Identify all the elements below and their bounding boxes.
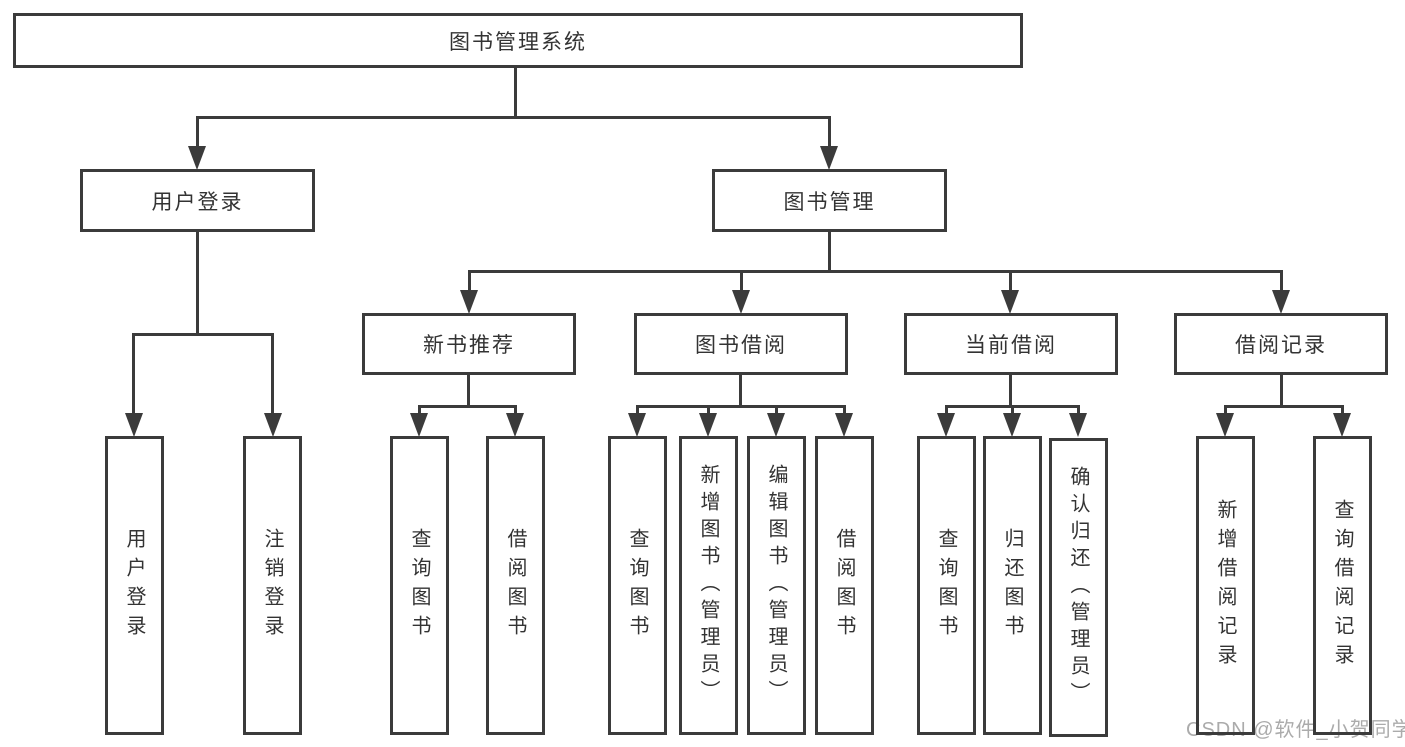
csdn-watermark: CSDN @软件_小贺同学 [1186,719,1405,741]
arrow-down-icon [937,413,955,437]
arrow-down-icon [1001,290,1019,314]
leaf-query-borrow-record: 查询借阅记录 [1313,436,1372,735]
connector-line [739,375,742,408]
leaf-edit-book-admin: 编辑图书（管理员） [747,436,806,735]
arrow-down-icon [188,146,206,170]
connector-line [1224,405,1227,417]
connector-line [196,116,199,150]
connector-line [418,405,517,408]
connector-line [196,116,831,119]
arrow-down-icon [1069,413,1087,437]
leaf-borrow-books: 借阅图书 [486,436,545,735]
connector-line [1341,405,1344,417]
leaf-logout-login: 注销登录 [243,436,302,735]
connector-line [196,232,199,336]
leaf-add-borrow-record: 新增借阅记录 [1196,436,1255,735]
node-book-management: 图书管理 [712,169,947,232]
connector-line [1280,375,1283,408]
connector-line [1077,405,1080,417]
connector-line [514,68,517,119]
leaf-return-book: 归还图书 [983,436,1042,735]
node-user-login: 用户登录 [80,169,315,232]
connector-line [1280,270,1283,293]
leaf-query-books: 查询图书 [917,436,976,735]
connector-line [514,405,517,417]
connector-line [271,333,274,416]
connector-line [1224,405,1344,408]
arrow-down-icon [410,413,428,437]
arrow-down-icon [460,290,478,314]
arrow-down-icon [820,146,838,170]
arrow-down-icon [1272,290,1290,314]
node-library-management-system: 图书管理系统 [13,13,1023,68]
connector-line [1009,375,1012,408]
connector-line [1009,270,1012,293]
connector-line [1011,405,1014,417]
connector-line [828,232,831,273]
arrow-down-icon [1216,413,1234,437]
connector-line [828,116,831,150]
node-new-book-recommend: 新书推荐 [362,313,576,375]
arrow-down-icon [732,290,750,314]
leaf-user-login: 用户登录 [105,436,164,735]
leaf-borrow-books: 借阅图书 [815,436,874,735]
arrow-down-icon [767,413,785,437]
arrow-down-icon [835,413,853,437]
node-current-borrowing: 当前借阅 [904,313,1118,375]
connector-line [132,333,135,416]
leaf-query-books: 查询图书 [608,436,667,735]
connector-line [707,405,710,417]
connector-line [468,270,1283,273]
connector-line [843,405,846,417]
connector-line [132,333,274,336]
node-book-borrowing: 图书借阅 [634,313,848,375]
arrow-down-icon [699,413,717,437]
arrow-down-icon [1333,413,1351,437]
connector-line [418,405,421,417]
arrow-down-icon [628,413,646,437]
connector-line [775,405,778,417]
leaf-query-books: 查询图书 [390,436,449,735]
arrow-down-icon [125,413,143,437]
connector-line [636,405,639,417]
arrow-down-icon [1003,413,1021,437]
leaf-add-book-admin: 新增图书（管理员） [679,436,738,735]
connector-line [467,375,470,408]
leaf-confirm-return-admin: 确认归还（管理员） [1049,438,1108,737]
connector-line [740,270,743,293]
arrow-down-icon [506,413,524,437]
arrow-down-icon [264,413,282,437]
connector-line [636,405,846,408]
node-borrow-records: 借阅记录 [1174,313,1388,375]
connector-line [945,405,948,417]
connector-line [468,270,471,293]
